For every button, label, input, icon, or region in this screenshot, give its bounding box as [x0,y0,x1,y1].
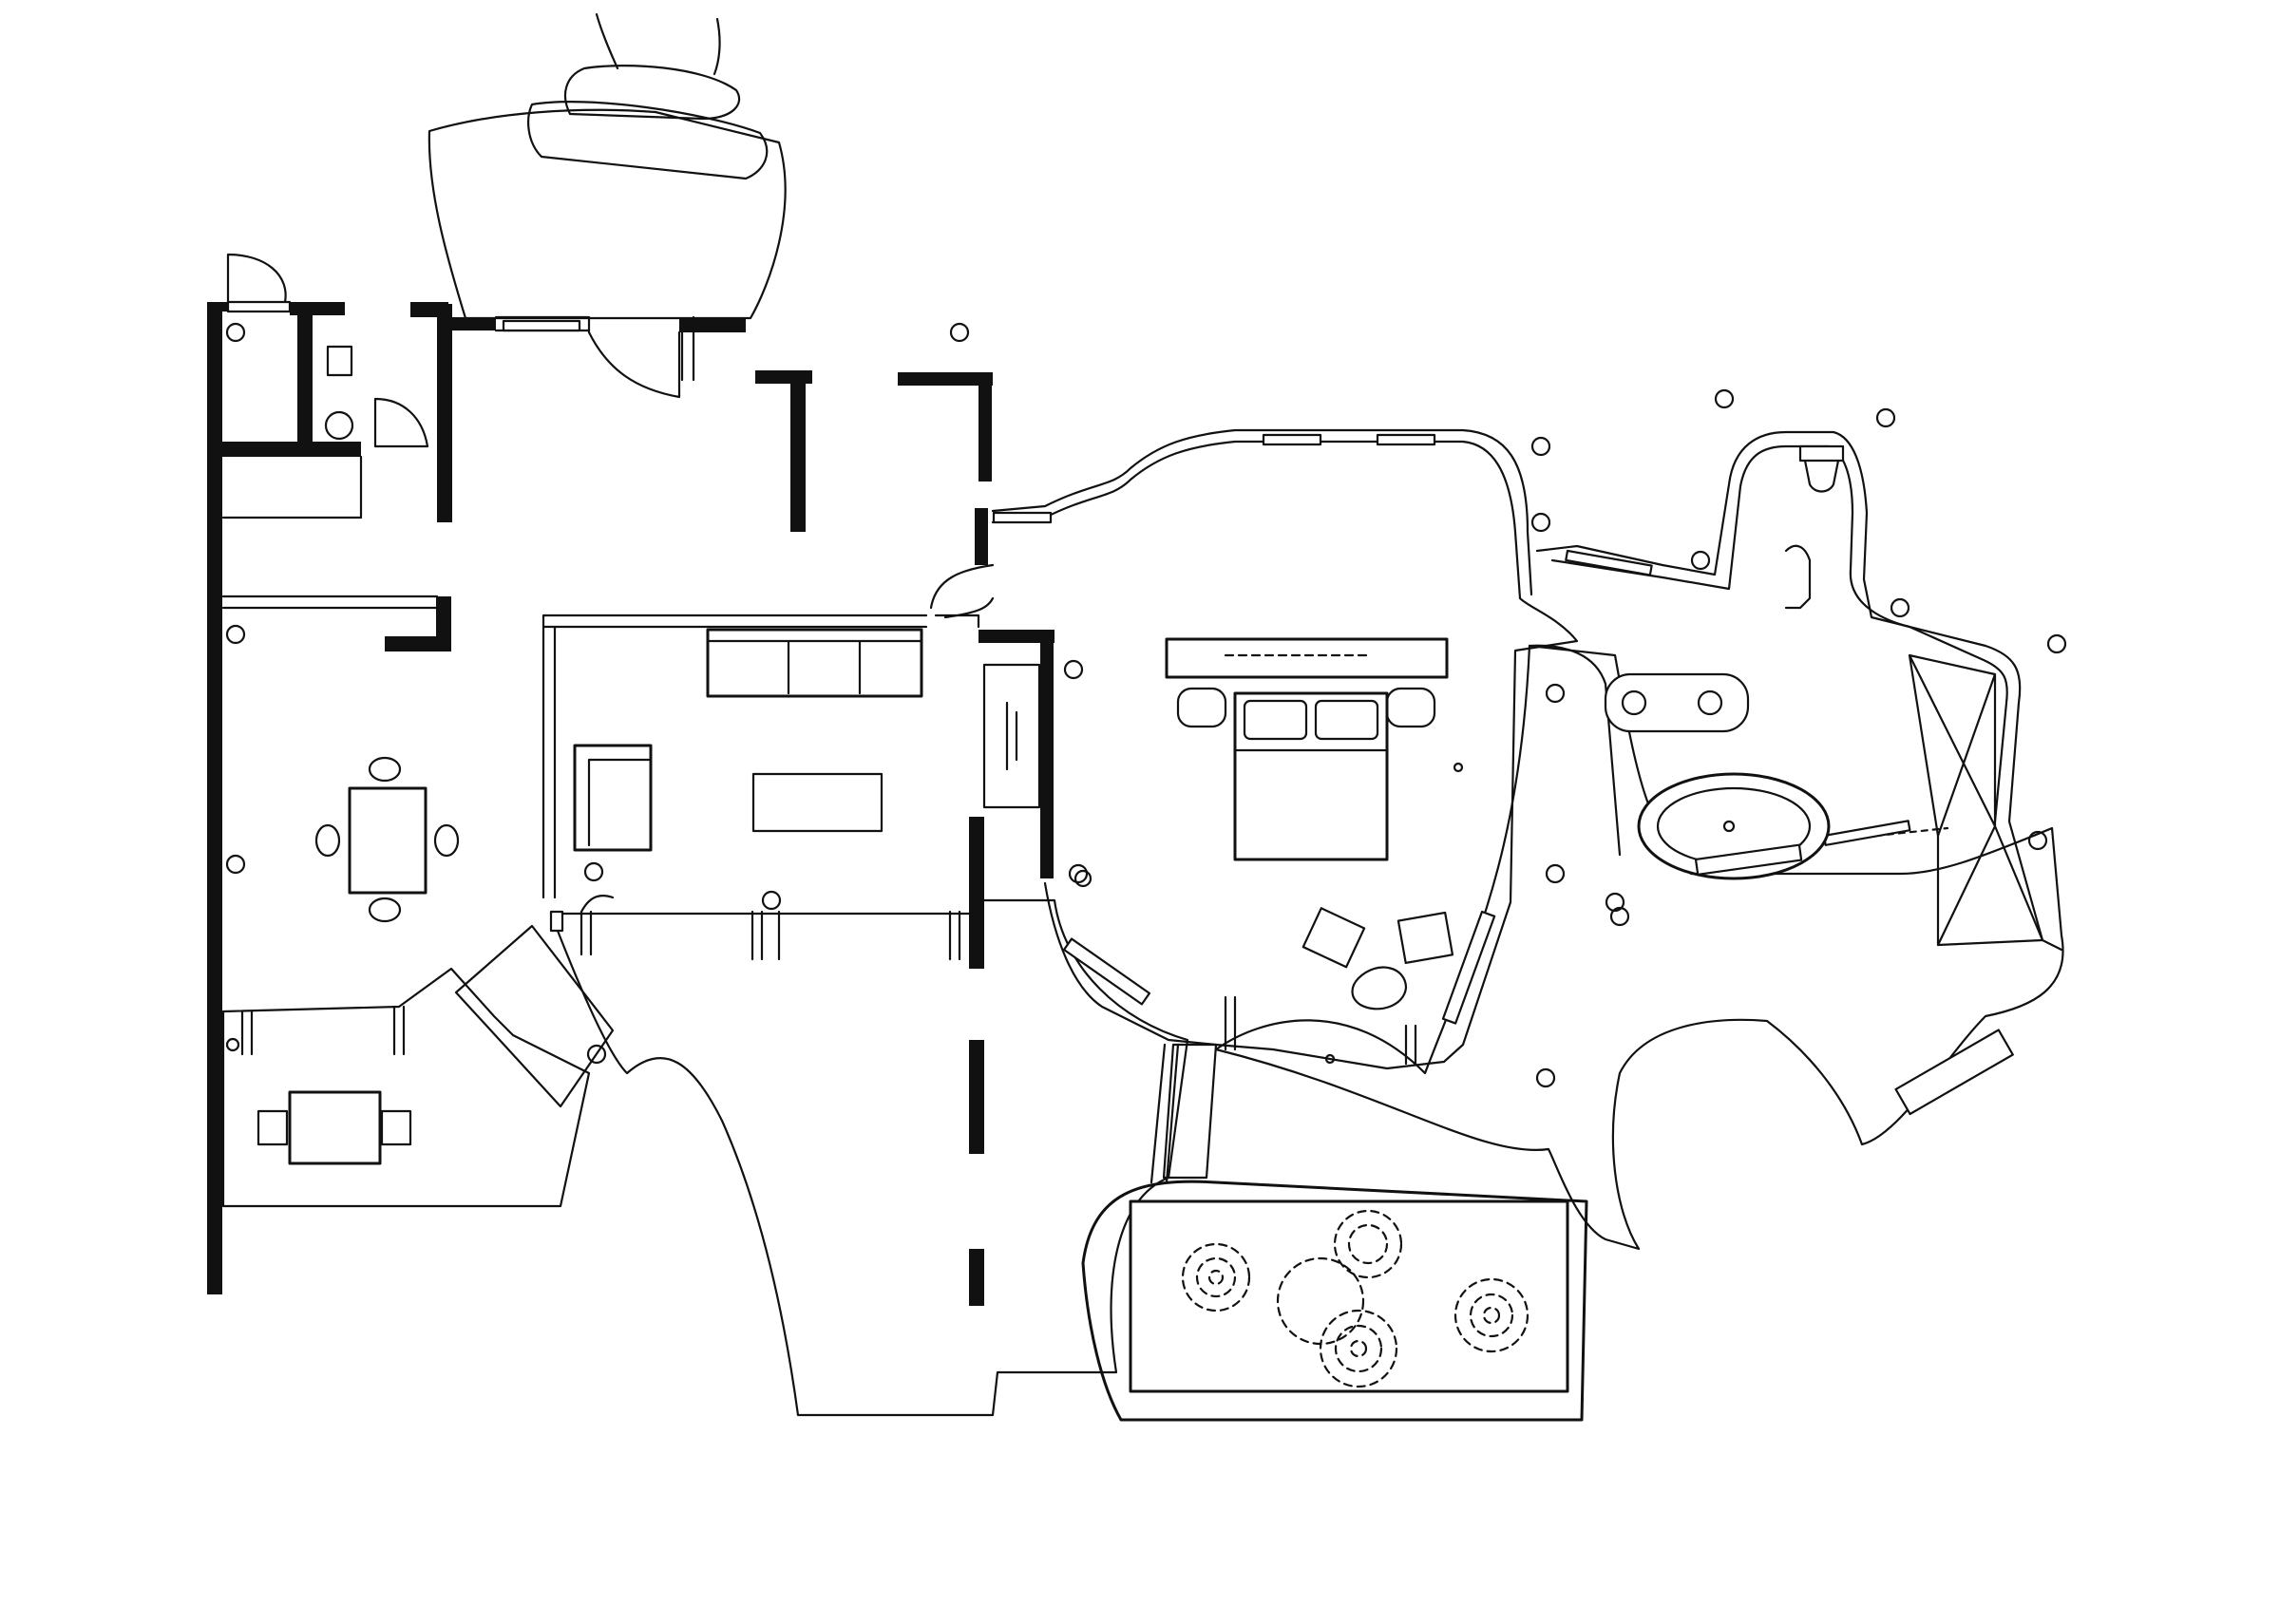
vanity-counter [1604,672,1750,733]
dining-chair [368,756,402,783]
lounge-chair [1396,911,1454,965]
toilet [1798,444,1845,493]
solid-walls [207,302,1054,1306]
dining-set [314,756,460,923]
plunge-pool [1129,1199,1569,1393]
bedroom-furniture [1165,637,1454,1010]
entry-path [527,12,769,180]
toilet [326,345,353,377]
bedside-table [1385,687,1436,728]
doors [373,330,681,914]
bedroom-outline [991,440,1579,1070]
sun-lounger [1894,1029,2014,1116]
wc-outline [226,253,287,304]
outdoor-furniture [240,910,2014,1165]
windows [226,300,1911,1025]
entry-door-swing [587,330,681,399]
garden-steps [454,924,615,1108]
pool [1129,1199,1569,1393]
west-deck [221,967,591,1208]
dining-chair [314,823,341,858]
bathroom-fixtures [324,345,1845,880]
wc-door-swing [373,397,429,448]
dining-table [348,786,428,895]
headboard-unit [1165,637,1449,679]
sofa [706,628,923,698]
entry-deck [428,108,787,320]
sink [1621,689,1647,716]
bedside-table [1176,687,1227,728]
lounge-chair [1302,907,1366,969]
coffee-table [751,772,884,833]
bridge-steps [1162,1043,1218,1180]
bathroom-wing-outline [1535,430,2063,952]
central-deck [549,898,1189,1417]
dining-chair [433,823,460,858]
dining-chair [368,897,402,923]
lounge-furniture [573,628,1041,852]
armchair [573,744,653,852]
side-table [1351,966,1408,1010]
garden-posts [225,322,2067,1088]
sink [1697,689,1723,716]
lounge-outline [542,614,928,899]
stepping-stone [527,101,769,180]
pool-deck [1081,1180,1588,1422]
outdoor-table [288,1090,382,1165]
stepping-stone [563,65,741,121]
outline-walls [221,253,2063,1184]
shower-enclosure [1908,653,2044,947]
